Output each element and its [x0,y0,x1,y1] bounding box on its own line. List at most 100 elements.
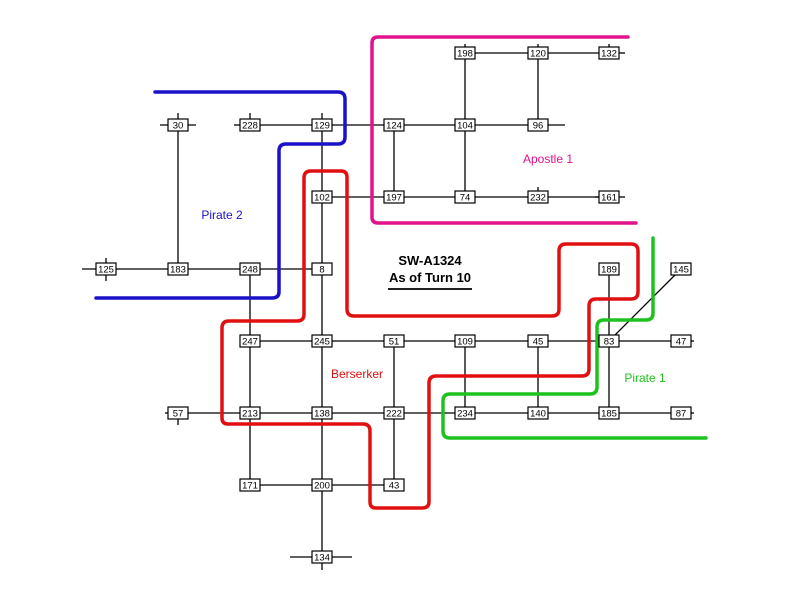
star-system-box [670,406,692,420]
star-system-node[interactable]: 8 [311,262,333,276]
star-system-box [383,334,405,348]
star-system-label: 213 [242,409,258,420]
star-system-box [383,190,405,204]
star-system-label: 197 [386,193,402,204]
star-system-label: 145 [673,265,689,276]
star-system-node[interactable]: 185 [598,406,620,420]
star-system-label: 43 [389,481,400,492]
star-system-node[interactable]: 200 [311,478,333,492]
berserker-border [220,169,640,510]
star-system-node[interactable]: 43 [383,478,405,492]
star-system-node[interactable]: 109 [454,334,476,348]
star-systems: 198 120 132 30 228 129 124 104 96 102 197 74 232 161 1… [95,46,692,564]
star-system-box [311,478,333,492]
star-system-node[interactable]: 125 [95,262,117,276]
star-system-label: 96 [533,121,544,132]
star-system-label: 183 [170,265,186,276]
star-system-node[interactable]: 198 [454,46,476,60]
star-system-node[interactable]: 197 [383,190,405,204]
star-system-label: 109 [457,337,473,348]
star-system-box [383,406,405,420]
star-system-label: 102 [314,193,330,204]
star-system-box [527,334,549,348]
star-system-box [311,406,333,420]
star-system-node[interactable]: 87 [670,406,692,420]
star-system-box [239,262,261,276]
pirate-2-label: Pirate 2 [201,208,243,222]
star-system-label: 228 [242,121,258,132]
star-system-node[interactable]: 104 [454,118,476,132]
star-system-label: 129 [314,121,330,132]
star-system-label: 45 [533,337,544,348]
apostle-1-border [370,35,638,225]
star-system-node[interactable]: 47 [670,334,692,348]
star-system-label: 245 [314,337,330,348]
star-system-label: 185 [601,409,617,420]
star-system-node[interactable]: 132 [598,46,620,60]
star-system-node[interactable]: 102 [311,190,333,204]
star-system-label: 47 [676,337,687,348]
star-system-node[interactable]: 51 [383,334,405,348]
star-system-label: 51 [389,337,400,348]
star-system-label: 140 [530,409,546,420]
star-system-label: 132 [601,49,617,60]
star-system-label: 247 [242,337,258,348]
star-system-label: 189 [601,265,617,276]
star-system-node[interactable]: 83 [598,334,620,348]
star-system-node[interactable]: 138 [311,406,333,420]
star-system-node[interactable]: 134 [311,550,333,564]
star-system-node[interactable]: 213 [239,406,261,420]
star-system-box [239,334,261,348]
star-system-node[interactable]: 96 [527,118,549,132]
apostle-1-label: Apostle 1 [523,152,573,166]
star-system-node[interactable]: 120 [527,46,549,60]
star-system-box [454,118,476,132]
star-system-node[interactable]: 245 [311,334,333,348]
star-system-label: 104 [457,121,473,132]
star-system-node[interactable]: 45 [527,334,549,348]
star-system-node[interactable]: 129 [311,118,333,132]
pirate-1-border [441,236,708,440]
star-system-label: 161 [601,193,617,204]
star-system-label: 234 [457,409,473,420]
star-system-node[interactable]: 228 [239,118,261,132]
star-system-box [598,406,620,420]
map-title: SW-A1324 [398,253,462,268]
star-system-node[interactable]: 124 [383,118,405,132]
star-system-box [311,334,333,348]
star-system-label: 198 [457,49,473,60]
star-system-label: 232 [530,193,546,204]
star-system-node[interactable]: 161 [598,190,620,204]
star-system-label: 134 [314,553,330,564]
star-system-box [311,550,333,564]
star-system-node[interactable]: 145 [670,262,692,276]
star-system-node[interactable]: 74 [454,190,476,204]
berserker-label: Berserker [331,367,383,381]
jump-link [608,268,682,342]
star-system-box [454,190,476,204]
star-system-label: 248 [242,265,258,276]
pirate-1-label: Pirate 1 [624,371,666,385]
star-system-node[interactable]: 248 [239,262,261,276]
star-system-box [598,190,620,204]
star-system-node[interactable]: 140 [527,406,549,420]
star-system-node[interactable]: 171 [239,478,261,492]
star-system-box [527,406,549,420]
star-system-node[interactable]: 183 [167,262,189,276]
star-system-node[interactable]: 57 [167,406,189,420]
star-system-label: 8 [319,265,324,276]
star-system-box [527,46,549,60]
star-system-node[interactable]: 30 [167,118,189,132]
star-system-label: 138 [314,409,330,420]
star-system-node[interactable]: 247 [239,334,261,348]
star-system-label: 74 [460,193,471,204]
star-system-label: 125 [98,265,114,276]
star-system-node[interactable]: 222 [383,406,405,420]
star-system-box [95,262,117,276]
star-system-box [527,190,549,204]
star-system-node[interactable]: 189 [598,262,620,276]
star-system-node[interactable]: 234 [454,406,476,420]
empire-borders [94,35,708,510]
star-system-node[interactable]: 232 [527,190,549,204]
